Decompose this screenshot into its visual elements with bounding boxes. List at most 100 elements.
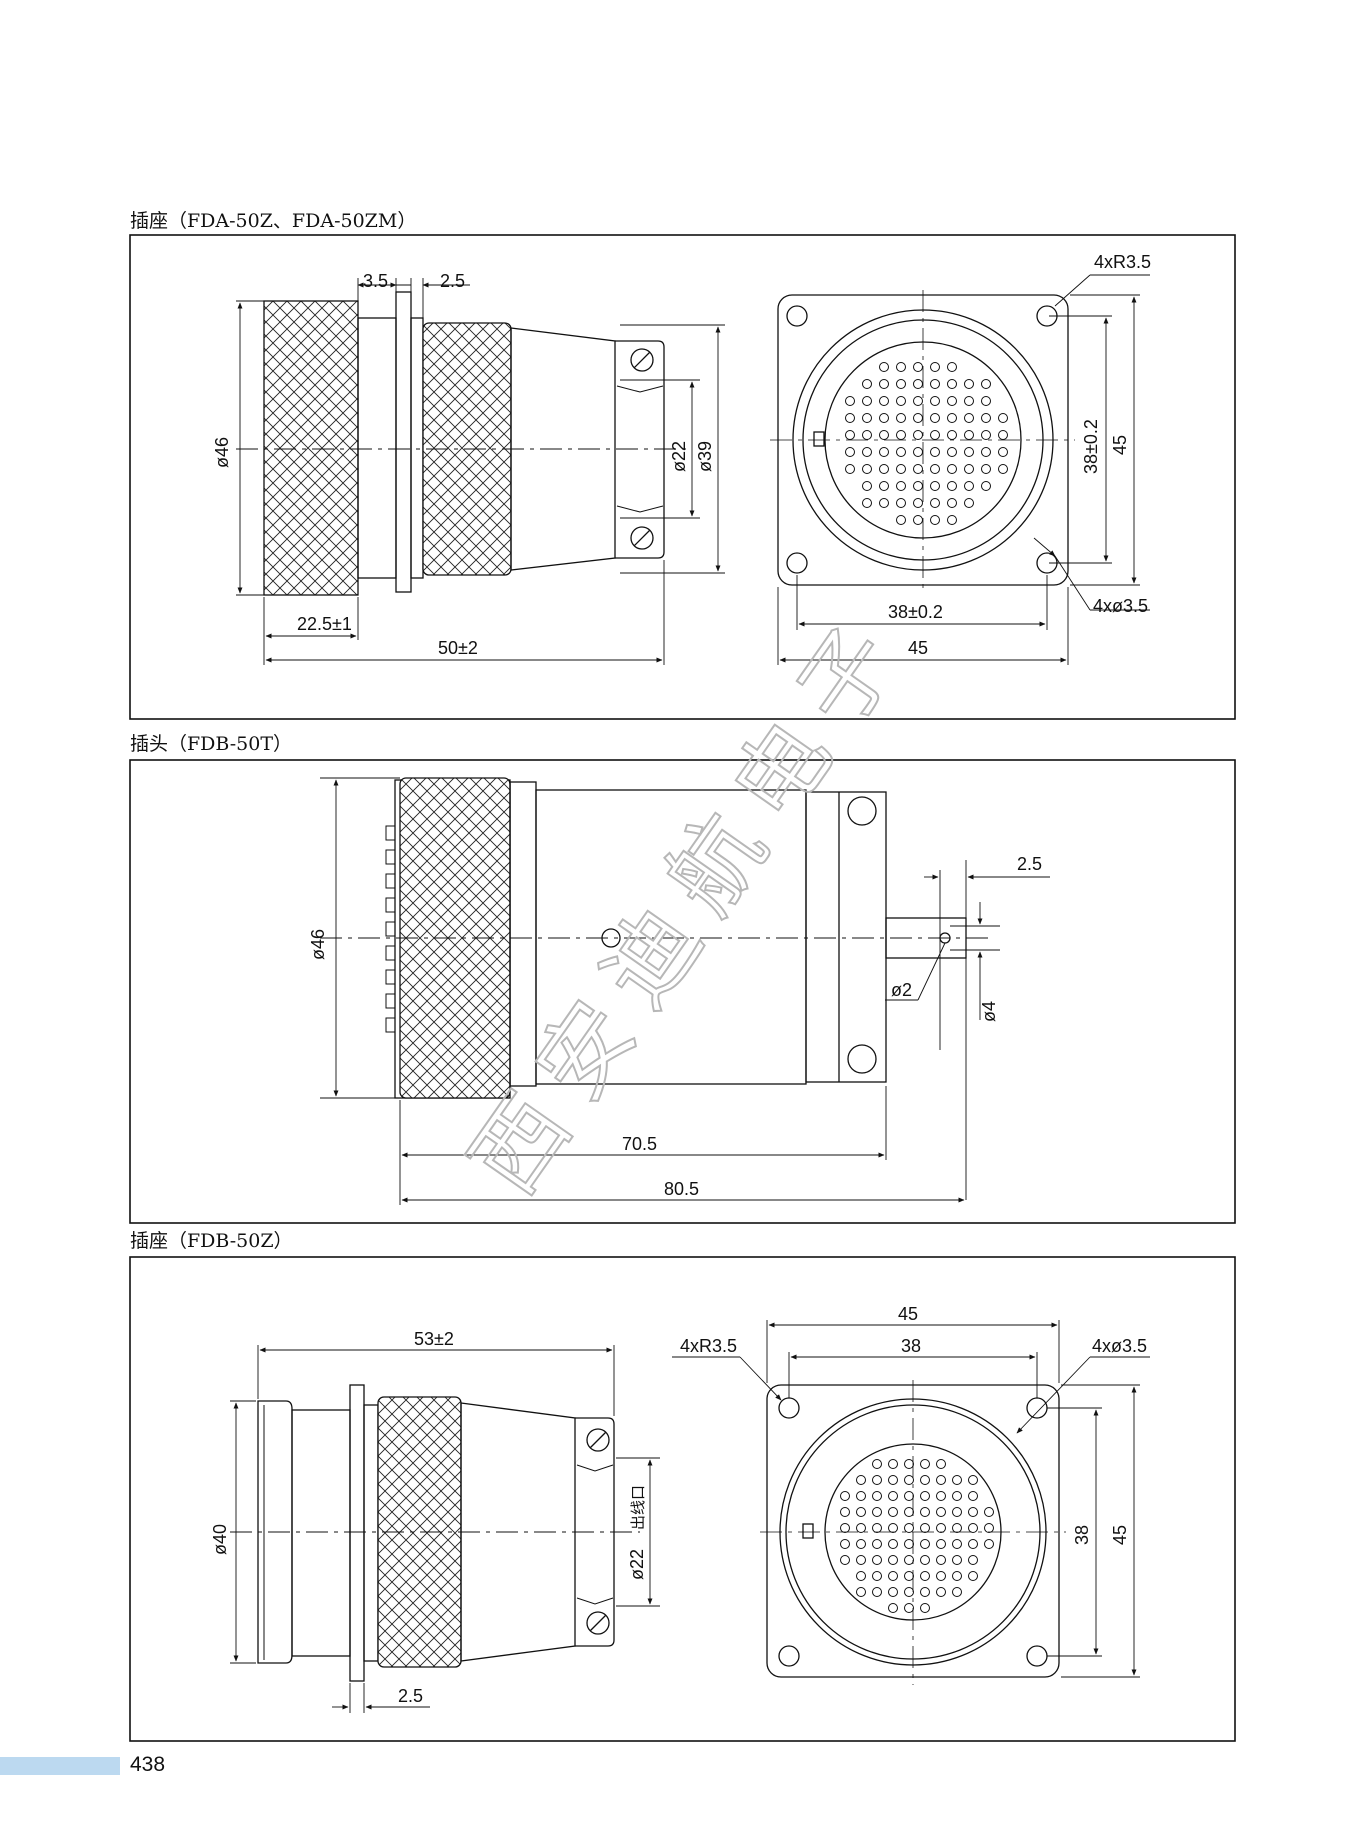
contact-pin (896, 379, 906, 389)
contact-pin (920, 1603, 930, 1613)
contact-pin (984, 1523, 994, 1533)
contact-pin (920, 1459, 930, 1469)
contact-pin (913, 413, 923, 423)
dim-38-vertical: 38±0.2 (1081, 419, 1101, 474)
contact-pin (862, 379, 872, 389)
contact-pin (896, 396, 906, 406)
clamp-cover (615, 340, 665, 559)
clamp-screw-bottom (847, 1044, 877, 1074)
contact-pin (920, 1571, 930, 1581)
contact-pin (930, 379, 940, 389)
contact-pin (936, 1459, 946, 1469)
cable-clamp (805, 791, 887, 1083)
contact-pin (888, 1475, 898, 1485)
contact-pin (981, 464, 991, 474)
contact-pin (947, 413, 957, 423)
dim-38-horizontal: 38 (901, 1336, 921, 1356)
side-view-fdb-50z (230, 1384, 640, 1682)
contact-pin (930, 362, 940, 372)
dim-4xr3-5: 4xR3.5 (680, 1336, 737, 1356)
dim-38-horizontal: 38±0.2 (888, 602, 943, 622)
contact-pin (936, 1571, 946, 1581)
contact-pin (845, 464, 855, 474)
contact-pin (930, 430, 940, 440)
contact-pin (936, 1491, 946, 1501)
page-number: 438 (130, 1753, 166, 1776)
dim-22-5: 22.5±1 (297, 614, 352, 634)
screw-head-bottom (630, 526, 654, 550)
mount-hole-tl (778, 1397, 800, 1419)
contact-pin (936, 1587, 946, 1597)
contact-pin (896, 481, 906, 491)
contact-pin (872, 1587, 882, 1597)
outlet-label: 出线口 (630, 1485, 647, 1530)
contact-pin (981, 379, 991, 389)
contact-pin (930, 481, 940, 491)
contact-pin (856, 1555, 866, 1565)
flange-plate (395, 291, 412, 593)
contact-pin (947, 447, 957, 457)
contact-pin (952, 1523, 962, 1533)
contact-pin (981, 481, 991, 491)
dim-70-5: 70.5 (622, 1134, 657, 1154)
contact-pin (872, 1539, 882, 1549)
knurled-ring-large (263, 300, 359, 596)
dim-dia46: ø46 (212, 437, 232, 468)
contact-pin (879, 464, 889, 474)
contact-pin (904, 1491, 914, 1501)
contact-pin (984, 1539, 994, 1549)
contact-pin (896, 447, 906, 457)
contact-pin (840, 1539, 850, 1549)
contact-pin (930, 413, 940, 423)
frame-fdb-50t (129, 759, 1236, 1224)
contact-pin (936, 1523, 946, 1533)
contact-pin (947, 379, 957, 389)
section-title-fdb-50z: 插座（FDB-50Z） (130, 1230, 293, 1252)
dim-4x-holes: 4xø3.5 (1092, 1336, 1147, 1356)
dim-dia22: ø22 (669, 441, 689, 472)
page-number-bar (0, 1757, 120, 1775)
dim-45-vertical: 45 (1110, 435, 1130, 455)
contact-pin (920, 1523, 930, 1533)
contact-pin (896, 515, 906, 525)
dim-38-vertical: 38 (1072, 1525, 1092, 1545)
contact-pin (904, 1555, 914, 1565)
contact-pin (879, 362, 889, 372)
mount-hole-br (1026, 1645, 1048, 1667)
contact-pin (920, 1555, 930, 1565)
contact-pin (862, 481, 872, 491)
contact-pin (964, 464, 974, 474)
contact-pin (904, 1571, 914, 1581)
contact-pin (856, 1587, 866, 1597)
contact-pin (964, 379, 974, 389)
contact-pins (845, 362, 1008, 525)
contact-pin (981, 447, 991, 457)
dim-dia39: ø39 (695, 441, 715, 472)
dim-2-5: 2.5 (1017, 854, 1042, 874)
contact-pin (840, 1555, 850, 1565)
contact-pin (968, 1571, 978, 1581)
contact-pin (856, 1475, 866, 1485)
contact-pin (840, 1491, 850, 1501)
dim-dia40: ø40 (210, 1524, 230, 1555)
contact-pin (930, 498, 940, 508)
contact-pin (845, 413, 855, 423)
contact-pin (872, 1507, 882, 1517)
contact-pin (888, 1523, 898, 1533)
contact-pin (872, 1523, 882, 1533)
contact-pin (930, 447, 940, 457)
contact-pin (856, 1491, 866, 1501)
section-title-fda-50z: 插座（FDA-50Z、FDA-50ZM） (130, 210, 417, 232)
contact-pin (856, 1539, 866, 1549)
screw-head-bottom (586, 1611, 610, 1635)
dim-2-5: 2.5 (398, 1686, 423, 1706)
contact-pin (879, 413, 889, 423)
contact-pin (896, 464, 906, 474)
dim-dia46: ø46 (308, 929, 328, 960)
contact-pin (964, 430, 974, 440)
contact-pin (952, 1491, 962, 1501)
front-view-fda-50z (770, 290, 1075, 590)
contact-pin (981, 430, 991, 440)
contact-pin (856, 1571, 866, 1581)
